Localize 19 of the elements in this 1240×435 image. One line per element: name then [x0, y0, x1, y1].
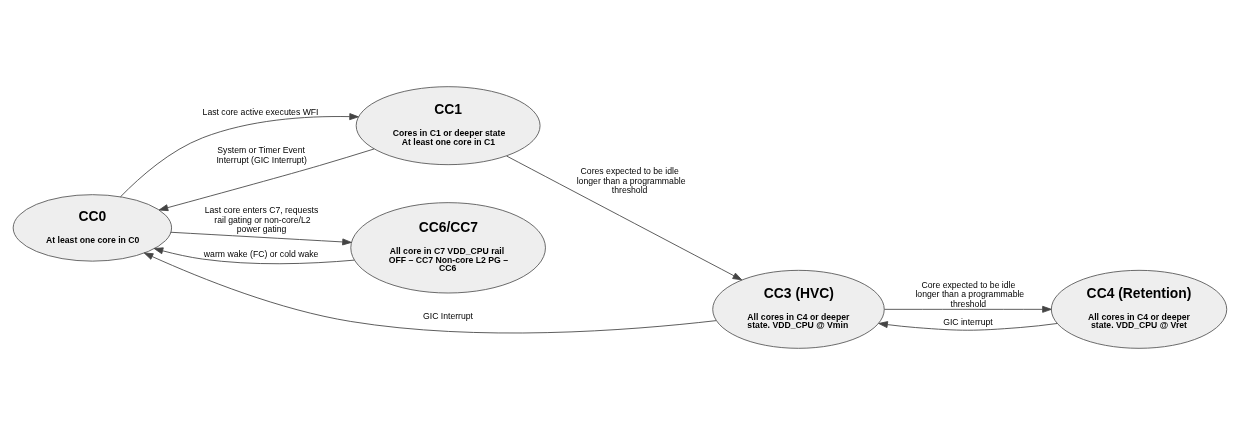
- arrow: [884, 305, 1052, 313]
- arrow: [170, 231, 352, 246]
- edge-label: Core expected to be idle longer than a programmable threshold: [915, 279, 1025, 309]
- arrow: [143, 252, 717, 334]
- edge-label: Last core enters C7, requests rail gating or non-core/L2 power gating: [204, 205, 319, 235]
- edge-label: System or Timer Event Interrupt (GIC Interrupt): [216, 145, 307, 165]
- arrow: [158, 148, 375, 212]
- arrow: [120, 113, 359, 198]
- edge-label: Last core active executes WFI: [202, 107, 319, 118]
- node-ellipse: CC6/CC7 All core in C7 VDD_CPU rail OFF – CC7 Non-core L2 PG – CC6: [350, 202, 546, 294]
- edge-label: warm wake (FC) or cold wake: [203, 248, 319, 259]
- node-ellipse: CC1 Cores in C1 or deeper state At least one core in C1: [355, 86, 541, 166]
- arrow: [506, 155, 743, 281]
- node-ellipse: CC4 (Retention) All cores in C4 or deeper state. VDD_CPU @ Vret: [1050, 269, 1228, 349]
- edge-label: GIC Interrupt: [423, 310, 474, 321]
- edge-label: Cores expected to be idle longer than a programmable threshold: [576, 166, 686, 196]
- arrow: [878, 321, 1058, 331]
- edge-label: GIC interrupt: [943, 316, 993, 327]
- arrow: [153, 247, 355, 265]
